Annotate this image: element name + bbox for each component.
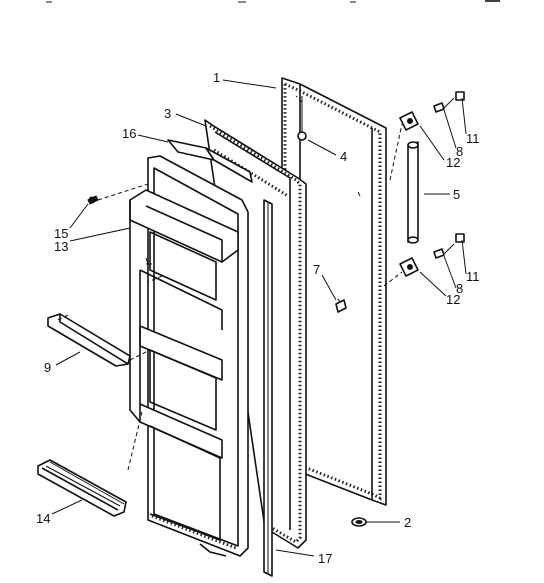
callout-labels: 1 3 16 4 5 7 15 13 9 14 2 17 11 8 12 11 … bbox=[36, 70, 480, 566]
breaker-strip bbox=[263, 199, 273, 577]
callout-11-upper: 11 bbox=[466, 131, 480, 146]
callout-7: 7 bbox=[313, 262, 320, 277]
shelf-bar bbox=[47, 313, 131, 367]
handle-part-5 bbox=[407, 141, 419, 244]
callout-5: 5 bbox=[453, 187, 460, 202]
bottom-grille bbox=[37, 459, 127, 517]
top-trim bbox=[167, 139, 253, 183]
callout-13: 13 bbox=[54, 239, 68, 254]
callout-17: 17 bbox=[318, 551, 332, 566]
clip-part-7 bbox=[335, 299, 347, 313]
callout-9: 9 bbox=[44, 360, 51, 375]
lower-hinge-assembly bbox=[399, 233, 465, 277]
upper-hinge-assembly bbox=[399, 91, 465, 131]
callout-12-lower: 12 bbox=[446, 292, 460, 307]
leader-lines bbox=[51, 79, 467, 557]
callout-12-upper: 12 bbox=[446, 155, 460, 170]
callout-16: 16 bbox=[122, 126, 136, 141]
callout-11-lower: 11 bbox=[466, 269, 480, 284]
callout-4: 4 bbox=[340, 149, 347, 164]
alignment-lines bbox=[57, 95, 403, 471]
callout-8-lower: 8 bbox=[456, 281, 463, 296]
outer-door-panel bbox=[281, 77, 387, 506]
top-edge-marks bbox=[46, 0, 500, 3]
callout-3: 3 bbox=[164, 106, 171, 121]
callout-2: 2 bbox=[404, 515, 411, 530]
callout-8-upper: 8 bbox=[456, 144, 463, 159]
callout-15: 15 bbox=[54, 226, 68, 241]
screw-part-15 bbox=[87, 195, 99, 205]
bushing-part-2 bbox=[351, 517, 367, 527]
callout-1: 1 bbox=[213, 70, 220, 85]
callout-14: 14 bbox=[36, 511, 50, 526]
plug-part-4 bbox=[297, 118, 307, 141]
door-liner bbox=[129, 155, 249, 557]
